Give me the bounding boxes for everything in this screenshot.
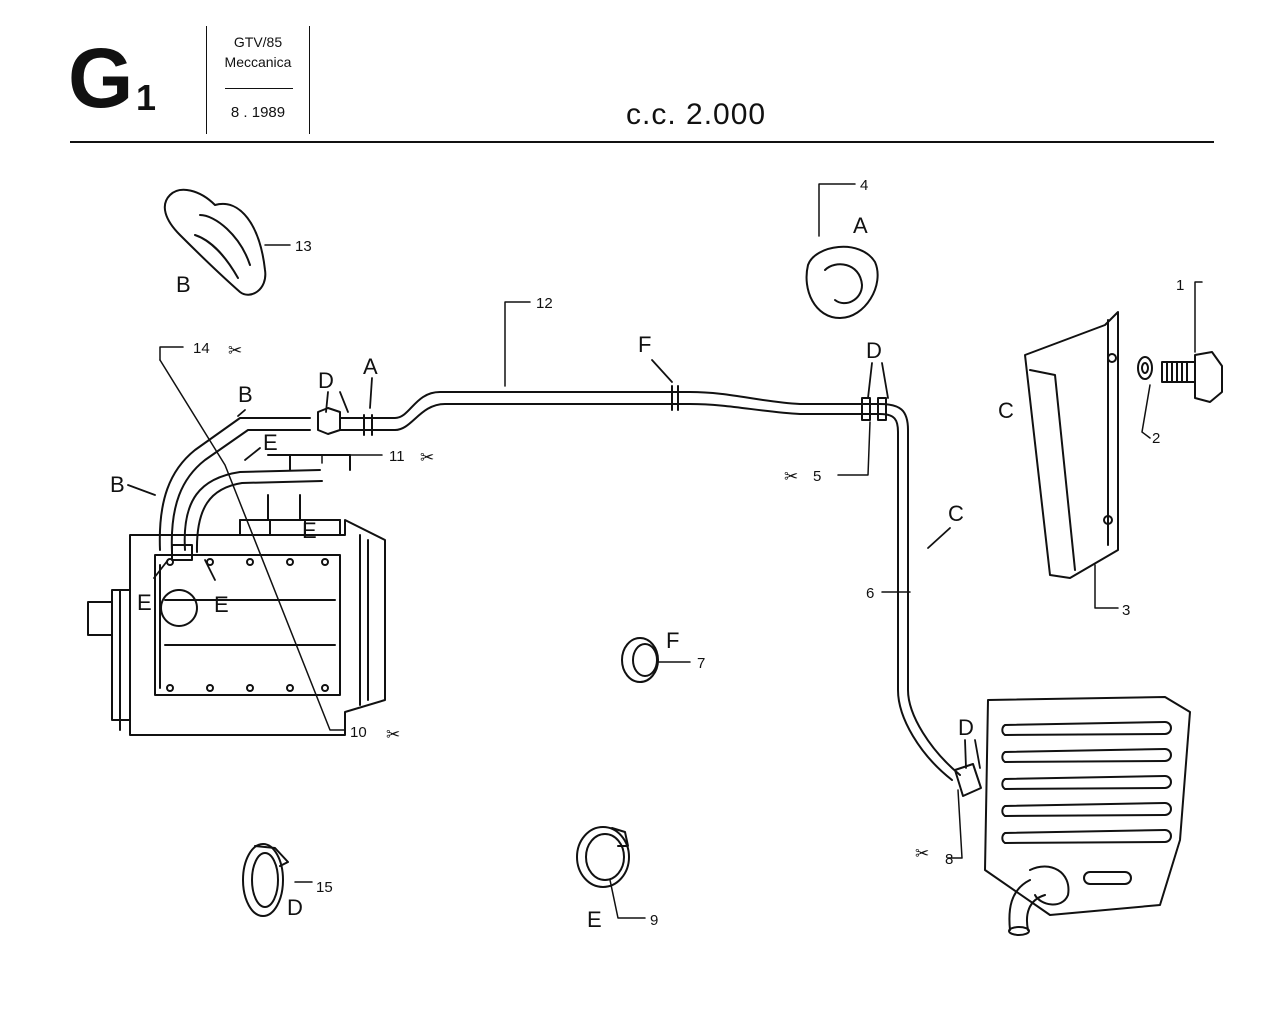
- cut-symbol-11: ✂: [420, 448, 434, 468]
- label-f-tube: F: [638, 332, 651, 357]
- title-divider: [225, 88, 293, 89]
- part-number-1: 1: [1176, 277, 1184, 294]
- part-number-2: 2: [1152, 430, 1160, 447]
- date-label: 8 . 1989: [230, 104, 286, 121]
- part-13-drawing: [163, 188, 267, 296]
- part-number-14: 14: [193, 340, 210, 357]
- section-number: 1: [136, 77, 157, 118]
- label-d-tube-joint: D: [866, 338, 882, 363]
- part-number-4: 4: [860, 177, 868, 194]
- part-9-drawing: [576, 826, 630, 888]
- engine-block-drawing: [87, 519, 386, 736]
- engine-spec: c.c. 2.000: [626, 98, 767, 131]
- part-number-5: 5: [813, 468, 821, 485]
- part-number-6: 6: [866, 585, 874, 602]
- category-label: Meccanica: [224, 54, 292, 70]
- part-number-10: 10: [350, 724, 367, 741]
- cut-symbol-5: ✂: [784, 467, 798, 487]
- part-number-8: 8: [945, 851, 953, 868]
- part-15-drawing: [242, 843, 289, 917]
- part-number-11: 11: [389, 448, 405, 465]
- cut-symbol-8: ✂: [915, 844, 929, 864]
- model-label: GTV/85: [233, 34, 283, 50]
- label-e-left: E: [137, 590, 152, 615]
- label-a-part4: A: [853, 213, 868, 238]
- part-number-15: 15: [316, 879, 333, 896]
- label-e-top: E: [263, 430, 278, 455]
- section-letter: G: [68, 31, 133, 125]
- part-number-9: 9: [650, 912, 658, 929]
- part-1-2-drawing: [1137, 351, 1223, 403]
- pointer-arrows: [127, 359, 981, 769]
- header-rule: [70, 141, 1214, 143]
- label-a-tube: A: [363, 354, 378, 379]
- label-e-middle: E: [302, 518, 317, 543]
- part-number-3: 3: [1122, 602, 1130, 619]
- part-number-7: 7: [697, 655, 705, 672]
- label-e-right: E: [214, 592, 229, 617]
- label-d-engine: D: [318, 368, 334, 393]
- label-b-part13: B: [176, 272, 191, 297]
- label-b-hose-left: B: [110, 472, 125, 497]
- heater-drawing: [954, 696, 1191, 936]
- cut-symbol-10: ✂: [386, 725, 400, 745]
- label-b-hose-upper: B: [238, 382, 253, 407]
- label-d-heater: D: [958, 715, 974, 740]
- part-4-drawing: [805, 245, 879, 319]
- part-3-drawing: [1024, 311, 1119, 579]
- label-f-part7: F: [666, 628, 679, 653]
- part-number-13: 13: [295, 238, 312, 255]
- cut-symbol-14: ✂: [228, 341, 242, 361]
- part-number-12: 12: [536, 295, 553, 312]
- title-block: GTV/85 Meccanica 8 . 1989: [206, 26, 310, 134]
- part-7-drawing: [621, 637, 659, 683]
- label-c-tube: C: [948, 501, 964, 526]
- label-e-part9: E: [587, 907, 602, 932]
- label-c-bracket: C: [998, 398, 1014, 423]
- label-d-part15: D: [287, 895, 303, 920]
- leader-lines: [159, 183, 1203, 919]
- main-tube-drawing: [339, 385, 961, 781]
